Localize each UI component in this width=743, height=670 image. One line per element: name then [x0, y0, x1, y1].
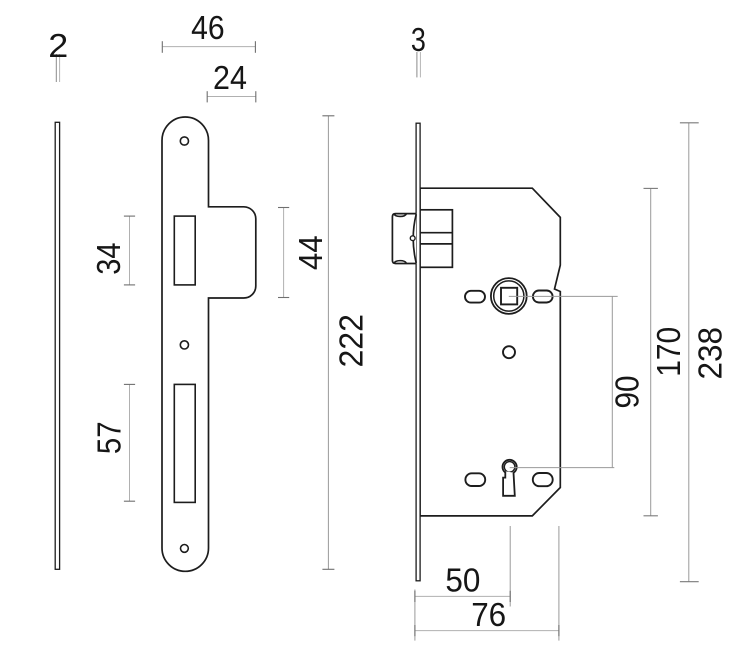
svg-text:34: 34 — [91, 243, 128, 275]
svg-text:24: 24 — [213, 60, 247, 97]
svg-text:46: 46 — [191, 10, 225, 47]
svg-text:76: 76 — [471, 597, 506, 634]
svg-text:90: 90 — [610, 376, 647, 409]
svg-text:57: 57 — [92, 421, 129, 454]
svg-text:238: 238 — [693, 327, 730, 380]
svg-text:222: 222 — [334, 314, 371, 368]
svg-text:2: 2 — [48, 28, 68, 65]
svg-text:44: 44 — [293, 235, 330, 270]
svg-text:50: 50 — [445, 562, 480, 599]
svg-text:3: 3 — [411, 22, 426, 59]
svg-text:170: 170 — [651, 327, 688, 377]
